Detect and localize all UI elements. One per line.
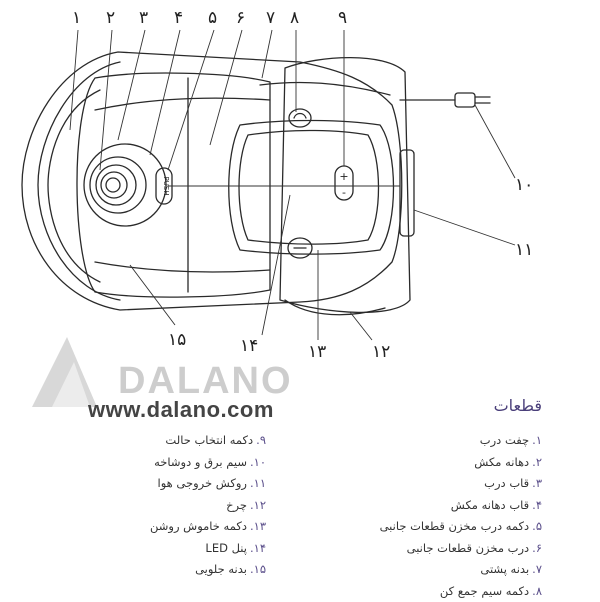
cord-rewind-symbol — [294, 114, 306, 119]
callout-5: ۵ — [208, 8, 217, 28]
list-item: ۱۴.پنل LED — [116, 538, 266, 560]
lid-seam-bottom — [95, 262, 270, 272]
leader-6 — [210, 30, 242, 145]
lid-seam-top — [95, 98, 270, 110]
leader-4 — [150, 30, 180, 155]
parts-title: قطعات — [494, 396, 542, 415]
leader-15 — [130, 265, 175, 325]
callout-3: ۳ — [139, 8, 148, 28]
callout-8: ۸ — [290, 8, 299, 28]
list-item: ۳.قاب درب — [332, 473, 542, 495]
leader-1 — [70, 30, 78, 130]
handle-outer — [229, 120, 394, 254]
rear-wheel-housing — [280, 58, 410, 313]
handle-inner — [239, 130, 379, 244]
leader-10 — [475, 105, 515, 178]
callout-9: ۹ — [338, 8, 347, 28]
list-item: ۱۳.دکمه خاموش روشن — [116, 516, 266, 538]
suction-mouth-ring4 — [106, 178, 120, 192]
minus-label: - — [342, 186, 346, 199]
list-item: ۵.دکمه درب مخزن قطعات جانبی — [332, 516, 542, 538]
callout-2: ۲ — [106, 8, 115, 28]
list-item: ۹.دکمه انتخاب حالت — [116, 430, 266, 452]
list-item: ۱۵.بدنه جلویی — [116, 559, 266, 581]
watermark-url: www.dalano.com — [88, 397, 274, 423]
leader-11 — [414, 210, 515, 245]
cord-rewind-button[interactable] — [289, 109, 311, 127]
parts-list-left: ۹.دکمه انتخاب حالت ۱۰.سیم برق و دوشاخه ۱… — [116, 430, 266, 581]
leader-3 — [118, 30, 145, 140]
list-item: ۲.دهانه مکش — [332, 452, 542, 474]
callout-7: ۷ — [266, 8, 275, 28]
callout-4: ۴ — [174, 8, 183, 28]
list-item: ۱.چفت درب — [332, 430, 542, 452]
leader-12 — [350, 312, 372, 340]
callout-12: ۱۲ — [372, 342, 390, 362]
plus-label: + — [339, 170, 348, 183]
callout-1: ۱ — [72, 8, 81, 28]
list-item: ۶.درب مخزن قطعات جانبی — [332, 538, 542, 560]
leader-14 — [262, 195, 290, 335]
suction-mouth-ring2 — [96, 165, 136, 205]
parts-list-right: ۱.چفت درب ۲.دهانه مکش ۳.قاب درب ۴.قاب ده… — [332, 430, 542, 602]
list-item: ۸.دکمه سیم جمع کن — [332, 581, 542, 602]
callout-10: ۱۰ — [515, 175, 533, 195]
cord-rewind-seam — [260, 82, 390, 95]
list-item: ۱۰.سیم برق و دوشاخه — [116, 452, 266, 474]
suction-mouth-ring3 — [101, 172, 127, 198]
list-item: ۴.قاب دهانه مکش — [332, 495, 542, 517]
list-item: ۱۲.چرخ — [116, 495, 266, 517]
callout-6: ۶ — [236, 8, 245, 28]
leader-7 — [262, 30, 272, 78]
list-item: ۱۱.روکش خروجی هوا — [116, 473, 266, 495]
callout-11: ۱۱ — [515, 240, 533, 260]
list-item: ۷.بدنه پشتی — [332, 559, 542, 581]
push-label: PUSH — [162, 176, 170, 195]
power-plug — [455, 93, 475, 107]
